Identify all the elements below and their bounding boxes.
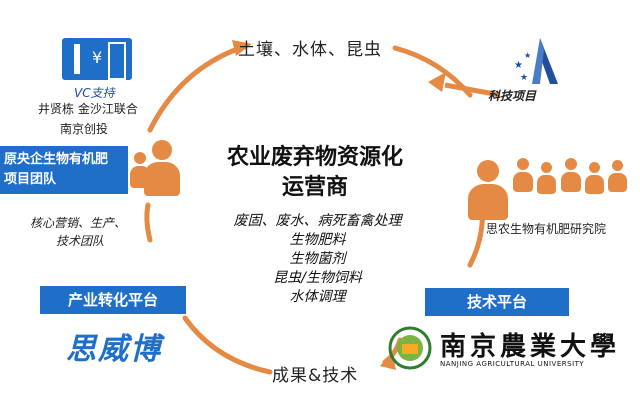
science-project-logo: ★ ★ ★ xyxy=(514,38,558,84)
team-box-line1: 原央企生物有机肥 xyxy=(4,152,109,167)
investors-line2: 南京创投 xyxy=(60,122,109,136)
center-item: 生物菌剂 xyxy=(289,251,346,267)
team-box-line2: 项目团队 xyxy=(4,172,57,187)
center-item: 生物肥料 xyxy=(289,232,346,248)
arc-label-top: 土壤、水体、昆虫 xyxy=(238,40,382,60)
person-icon xyxy=(128,152,152,192)
center-item: 废固、废水、病死畜禽处理 xyxy=(233,213,402,229)
arrowhead-top xyxy=(232,40,252,56)
person-icon xyxy=(607,160,629,194)
project-label: 科技项目 xyxy=(488,89,537,103)
core-team-line2: 技术团队 xyxy=(56,234,105,248)
center-title-line1: 农业废弃物资源化 xyxy=(226,145,403,170)
university-name-en: NANJING AGRICULTURAL UNIVERSITY xyxy=(440,360,585,368)
person-icon xyxy=(142,140,182,200)
core-team-line1: 核心营销、生产、 xyxy=(30,216,127,230)
center-item: 水体调理 xyxy=(289,289,346,305)
institute-label: 思农生物有机肥研究院 xyxy=(486,222,607,236)
tech-platform-button[interactable]: 技术平台 xyxy=(425,288,569,316)
center-item: 昆虫/生物饲料 xyxy=(273,270,362,286)
vc-card-icon: ¥ xyxy=(62,38,132,80)
arc-top-left xyxy=(147,45,243,133)
arc-left xyxy=(144,202,153,243)
university-name-cn: 南京農業大學 xyxy=(440,332,621,362)
university-emblem xyxy=(388,326,432,370)
arc-label-bottom: 成果&技术 xyxy=(272,366,359,386)
center-title: 农业废弃物资源化 运营商 xyxy=(195,143,435,203)
center-title-line2: 运营商 xyxy=(281,175,348,200)
person-icon xyxy=(512,158,534,194)
person-icon xyxy=(466,160,510,222)
svg-text:★: ★ xyxy=(514,60,523,71)
vc-label: VC支持 xyxy=(74,86,115,100)
person-icon xyxy=(584,162,606,196)
person-icon xyxy=(560,158,582,194)
arc-bottom-left xyxy=(182,315,273,375)
team-box: 原央企生物有机肥 项目团队 xyxy=(0,146,128,194)
svg-text:★: ★ xyxy=(520,73,528,83)
arrowhead-right xyxy=(428,72,446,92)
brand-name: 思威博 xyxy=(66,332,162,367)
person-icon xyxy=(536,162,558,196)
industry-platform-button[interactable]: 产业转化平台 xyxy=(40,286,186,314)
investors-line1: 井贤栋 金沙江联合 xyxy=(38,102,138,116)
svg-text:★: ★ xyxy=(524,51,531,60)
center-items-list: 废固、废水、病死畜禽处理 生物肥料 生物菌剂 昆虫/生物饲料 水体调理 xyxy=(205,212,430,307)
